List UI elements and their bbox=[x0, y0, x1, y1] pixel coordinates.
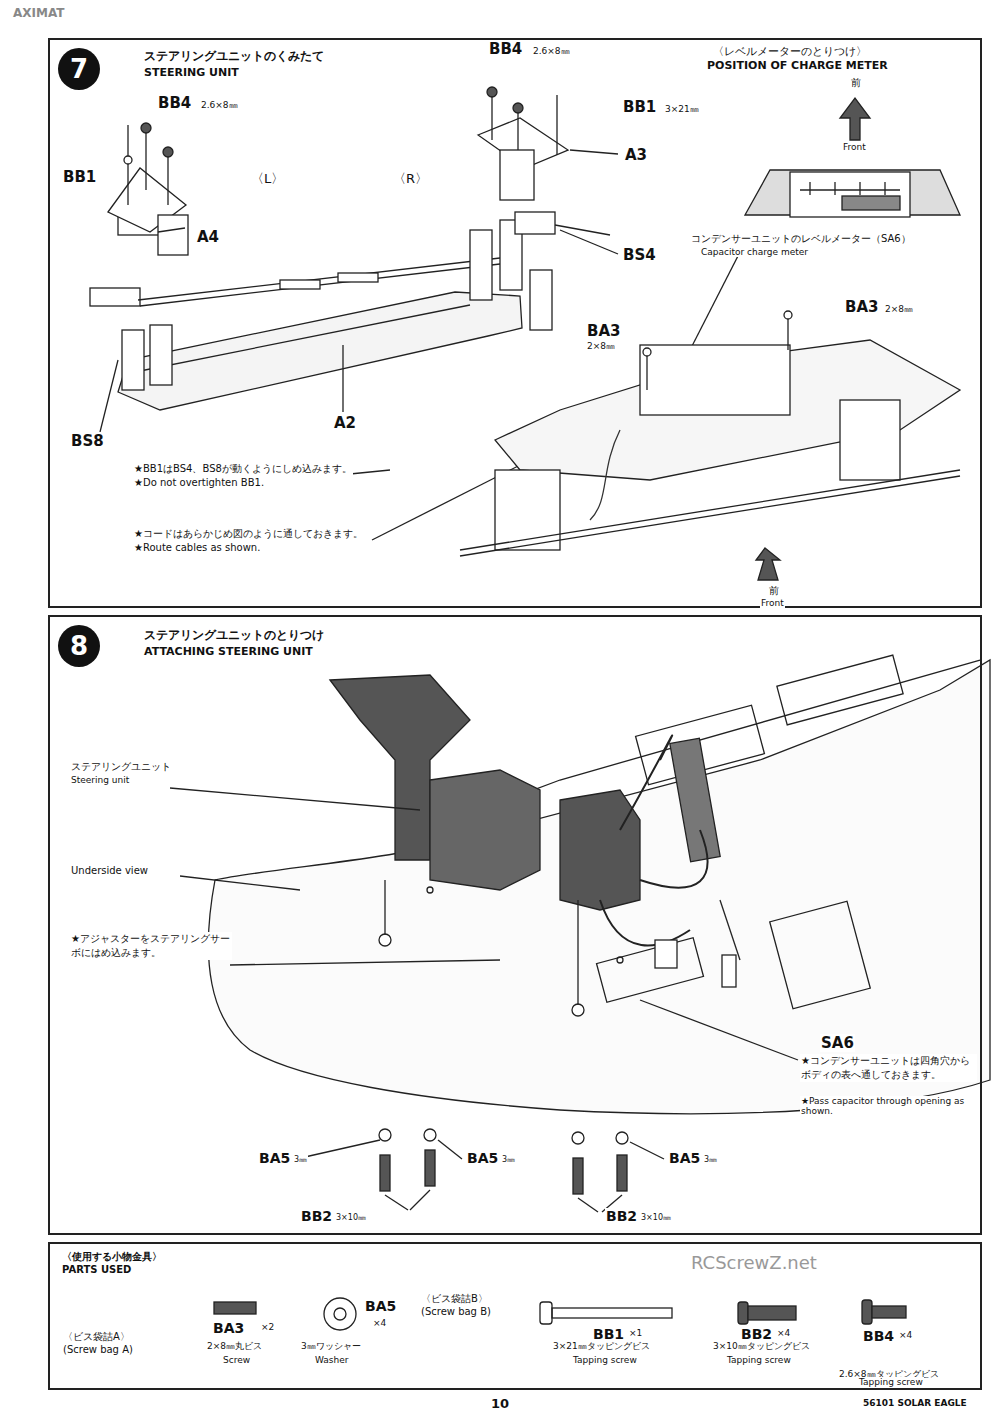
step-panel: ステアリングユニットのとりつけATTACHING STEERING UNIT 8 bbox=[48, 615, 982, 1235]
annotation: POSITION OF CHARGE METER bbox=[706, 59, 889, 72]
heading: ステアリングユニットのとりつけ bbox=[144, 627, 324, 644]
part-code: A3 bbox=[624, 146, 648, 164]
steering-unit-assembly bbox=[460, 311, 960, 580]
annotation: RCScrewZ.net bbox=[690, 1252, 818, 1273]
part-code: BB1 bbox=[622, 98, 657, 116]
annotation: コンデンサーユニットのレベルメーター（SA6） bbox=[690, 232, 912, 246]
charge-meter bbox=[690, 98, 960, 350]
annotation: 〈ビス袋詰A〉 bbox=[62, 1330, 131, 1344]
annotation: 56101 SOLAR EAGLE bbox=[862, 1398, 968, 1408]
dimension: ×4 bbox=[776, 1328, 791, 1338]
part-code: A2 bbox=[333, 414, 357, 432]
dimension: 3㎜ワッシャー bbox=[300, 1340, 362, 1353]
annotation: ★Route cables as shown. bbox=[133, 542, 261, 553]
part-code: BA5 bbox=[364, 1298, 397, 1314]
part-code: BB2 bbox=[300, 1208, 333, 1224]
annotation: ★コードはあらかじめ図のように通しておきます。 bbox=[133, 527, 364, 541]
annotation: 前 bbox=[768, 584, 780, 598]
dimension: ×4 bbox=[898, 1330, 913, 1340]
step-number-text: 7 bbox=[70, 54, 88, 84]
annotation: 〈ビス袋詰B〉 bbox=[420, 1292, 489, 1306]
annotation: Screw bbox=[222, 1355, 251, 1365]
annotation: Capacitor charge meter bbox=[700, 247, 809, 257]
part-code: SA6 bbox=[820, 1034, 855, 1052]
part-code: BA3 bbox=[212, 1320, 245, 1336]
part-code: BB1 bbox=[62, 168, 97, 186]
part-code: BB2 bbox=[605, 1208, 638, 1224]
heading: 〈使用する小物金具〉 bbox=[62, 1250, 162, 1264]
annotation: 前 bbox=[850, 76, 862, 90]
part-code: BA3 bbox=[844, 298, 879, 316]
annotation: 〈レベルメーターのとりつけ〉 bbox=[712, 44, 868, 59]
step-number: 7 bbox=[58, 48, 100, 90]
annotation: ★BB1はBS4、BS8が動くようにしめ込みます。 bbox=[133, 462, 353, 476]
part-code: BA5 bbox=[258, 1150, 291, 1166]
part-code: BS4 bbox=[622, 246, 657, 264]
dimension: 3㎜ bbox=[703, 1154, 718, 1165]
step-number: 8 bbox=[58, 625, 100, 667]
annotation: ★アジャスターをステアリングサーボにはめ込みます。 bbox=[70, 932, 232, 960]
dimension: 2×8㎜丸ビス bbox=[206, 1340, 263, 1353]
annotation: Tapping screw bbox=[572, 1355, 638, 1365]
annotation: (Screw bag A) bbox=[62, 1344, 134, 1355]
part-code: BA5 bbox=[668, 1150, 701, 1166]
dimension: 2×8㎜ bbox=[586, 340, 616, 353]
parts-drawings bbox=[214, 1298, 906, 1330]
dimension: 3×10㎜ bbox=[335, 1212, 367, 1223]
heading: STEERING UNIT bbox=[144, 66, 239, 79]
annotation: Front bbox=[760, 598, 785, 608]
chassis-underside bbox=[170, 655, 990, 1212]
heading: ステアリングユニットのくみたて bbox=[144, 48, 324, 65]
annotation: 10 bbox=[490, 1396, 510, 1411]
annotation: ステアリングユニット bbox=[70, 760, 172, 774]
annotation: Washer bbox=[314, 1355, 349, 1365]
part-code: BA5 bbox=[466, 1150, 499, 1166]
dimension: 3×21㎜タッピングビス bbox=[552, 1340, 651, 1353]
heading: PARTS USED bbox=[62, 1264, 131, 1275]
dimension: 3×10㎜タッピングビス bbox=[712, 1340, 811, 1353]
step-panel: ステアリングユニットのくみたてSTEERING UNIT 7 bbox=[48, 38, 982, 608]
part-code: BS8 bbox=[70, 432, 105, 450]
dimension: 2.6×8㎜ bbox=[532, 45, 571, 58]
heading: ATTACHING STEERING UNIT bbox=[144, 645, 313, 658]
dimension: ×4 bbox=[372, 1318, 387, 1328]
dimension: 3×21㎜ bbox=[664, 103, 700, 116]
dimension: 3㎜ bbox=[293, 1154, 308, 1165]
annotation: ★コンデンサーユニットは四角穴からボディの表へ通しておきます。 bbox=[800, 1054, 977, 1082]
annotation: Underside view bbox=[70, 865, 149, 876]
part-code: BB4 bbox=[488, 40, 523, 58]
dimension: ×2 bbox=[260, 1322, 275, 1332]
part-code: BB4 bbox=[157, 94, 192, 112]
annotation: Tapping screw bbox=[858, 1377, 924, 1387]
annotation: Tapping screw bbox=[726, 1355, 792, 1365]
step-number-text: 8 bbox=[70, 631, 88, 661]
annotation: 〈R〉 bbox=[392, 170, 429, 188]
dimension: 2×8㎜ bbox=[884, 303, 914, 316]
dimension: 3×10㎜ bbox=[640, 1212, 672, 1223]
annotation: Front bbox=[842, 142, 867, 152]
part-code: BB4 bbox=[862, 1328, 895, 1344]
dimension: 3㎜ bbox=[501, 1154, 516, 1165]
dimension: 2.6×8㎜ bbox=[200, 99, 239, 112]
annotation: (Screw bag B) bbox=[420, 1306, 492, 1317]
annotation: 〈L〉 bbox=[250, 170, 285, 188]
part-code: A4 bbox=[196, 228, 220, 246]
annotation: Steering unit bbox=[70, 775, 130, 785]
annotation: ★Do not overtighten BB1. bbox=[133, 477, 265, 488]
part-code: BA3 bbox=[586, 322, 621, 340]
annotation: ★Pass capacitor through opening as shown… bbox=[800, 1096, 977, 1116]
annotation: AXIMAT bbox=[12, 6, 66, 20]
dimension: ×1 bbox=[628, 1328, 643, 1338]
